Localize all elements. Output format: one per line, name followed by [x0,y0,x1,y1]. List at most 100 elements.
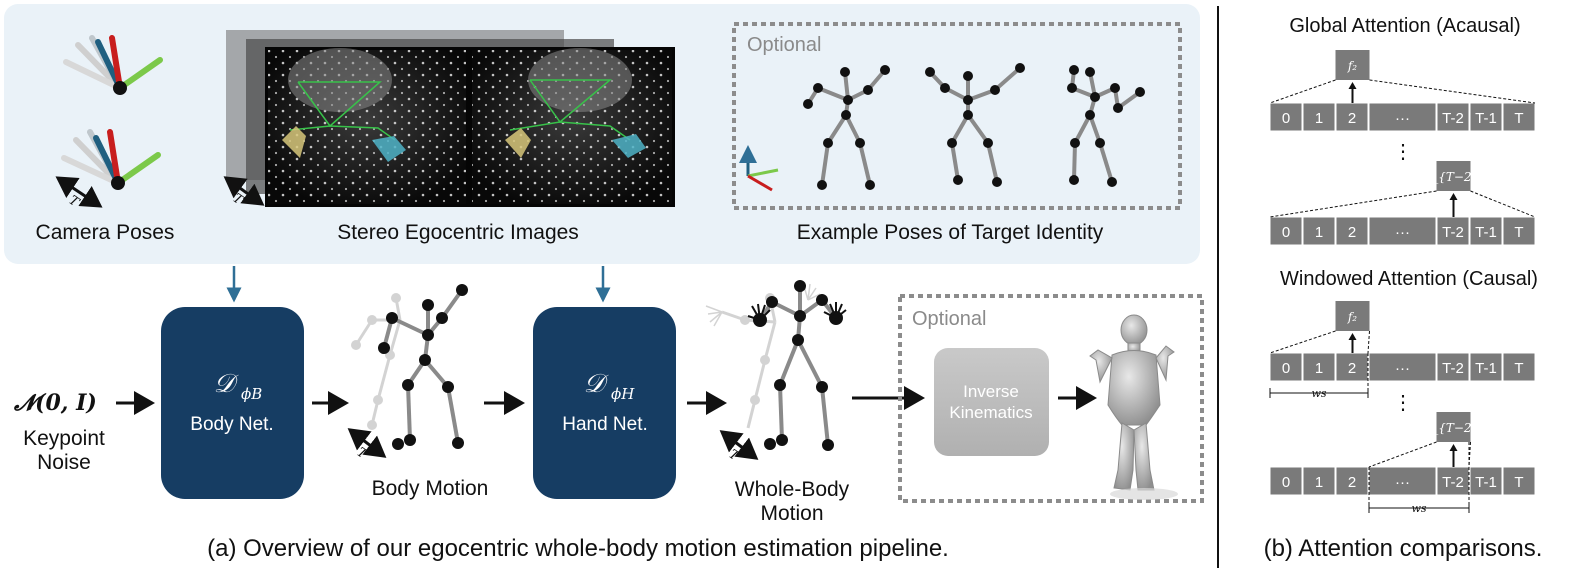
body-net-label: Body Net. [190,414,273,435]
frame-token-label: T [1514,224,1523,241]
frame-token-label: 0 [1282,360,1290,377]
query-arrowhead [1449,444,1458,451]
frame-token-label: T-2 [1442,224,1464,241]
attention-span-line [1269,330,1336,354]
frame-token [1302,352,1336,382]
frame-token [1502,216,1536,246]
t-symbol-body: T [354,445,371,463]
frame-token-label: ··· [1395,110,1410,127]
frame-token [1302,466,1336,496]
time-axis-arrow [55,176,103,208]
attention-span-line [1367,330,1370,354]
ik-label-line2: Kinematics [949,403,1032,422]
windowed-row-2: 0 1 2 ··· T-2 T-1 T [1269,466,1536,496]
global-output-f2: f₂ [1335,50,1370,80]
example-poses-label: Example Poses of Target Identity [797,221,1104,244]
t-symbol-whole: T [726,447,743,465]
windowed-output-fT2: f_{T−2} [1427,412,1479,442]
frame-token-label: 1 [1315,474,1323,491]
frame-token [1335,352,1369,382]
body-motion-skeleton [378,284,468,450]
example-pose-3 [1067,65,1145,187]
whole-body-label-line2: Motion [760,502,823,525]
frame-token-label: T-2 [1442,110,1464,127]
frame-token [1368,216,1437,246]
frame-token [1302,216,1336,246]
frame-token-label: 0 [1282,110,1290,127]
body-motion-label: Body Motion [372,477,489,500]
hand-net-block [533,307,676,499]
camera-pose-icon-1 [63,35,163,95]
frame-token [1436,216,1470,246]
camera-pose-icon-2 [61,129,161,190]
attention-span-line [1368,441,1437,468]
body-time-arrow [347,428,387,458]
frame-token-label: T-2 [1442,474,1464,491]
frame-token-label: T [1514,474,1523,491]
frame-token-label: 2 [1348,224,1356,241]
windowed-output-f2: f₂ [1335,301,1370,331]
hand-net-label: Hand Net. [562,414,648,435]
frame-token-label: 2 [1348,474,1356,491]
vertical-ellipsis: ⋮ [1393,392,1413,414]
frame-token-label: ··· [1395,224,1410,241]
output-token-label: f₂ [1347,59,1357,73]
frame-token [1269,466,1303,496]
frame-token [1502,102,1536,132]
example-pose-2 [925,63,1025,187]
frame-token-label: T [1514,360,1523,377]
hand-net-subscript: ϕH [611,385,635,403]
frame-token-label: ··· [1395,474,1410,491]
frame-token [1269,216,1303,246]
vertical-ellipsis: ⋮ [1393,141,1413,163]
window-size-label: ws [1311,387,1326,400]
frame-token-label: T-1 [1475,110,1497,127]
output-token-label: f_{T−2} [1427,170,1479,184]
camera-poses-label: Camera Poses [36,221,175,244]
frame-token-label: T [1514,110,1523,127]
frame-token-label: T-1 [1475,474,1497,491]
output-token-label: f₂ [1347,310,1357,324]
frame-token [1335,466,1369,496]
optional-ik-box [898,294,1204,503]
noise-symbol: 𝓝(0, I) [13,390,97,416]
global-output-fT2: f_{T−2} [1427,161,1479,191]
frame-token-label: 1 [1315,110,1323,127]
query-arrowhead [1449,193,1458,200]
frame-token-label: T-1 [1475,224,1497,241]
optional-label-top: Optional [747,34,822,56]
output-token [1436,412,1471,442]
frame-token [1502,466,1536,496]
axes-icon [739,145,779,192]
image-time-arrow [223,176,265,206]
windowed-attention-title: Windowed Attention (Causal) [1280,268,1538,290]
frame-token-label: 0 [1282,474,1290,491]
query-arrowhead [1348,333,1357,340]
global-attention-title: Global Attention (Acausal) [1289,15,1520,37]
frame-token [1469,216,1503,246]
window-size-label: ws [1411,502,1426,515]
frame-token [1436,102,1470,132]
frame-token [1335,216,1369,246]
example-pose-1 [803,65,890,190]
frame-token [1502,352,1536,382]
optional-label-bottom: Optional [912,308,987,330]
frame-token [1269,352,1303,382]
whole-body-label-line1: Whole-Body [735,478,850,501]
frame-token-label: 1 [1315,224,1323,241]
output-token [1335,50,1370,80]
stereo-image-stack [226,30,675,207]
frame-token [1469,466,1503,496]
frame-token [1368,466,1437,496]
whole-body-ghost [705,283,821,429]
caption-a: (a) Overview of our egocentric whole-bod… [207,535,949,562]
frame-token [1368,102,1437,132]
frame-token [1302,102,1336,132]
frame-token [1436,352,1470,382]
frame-token [1469,102,1503,132]
body-motion-ghost [351,293,402,430]
noise-label-line1: Keypoint [23,427,105,450]
